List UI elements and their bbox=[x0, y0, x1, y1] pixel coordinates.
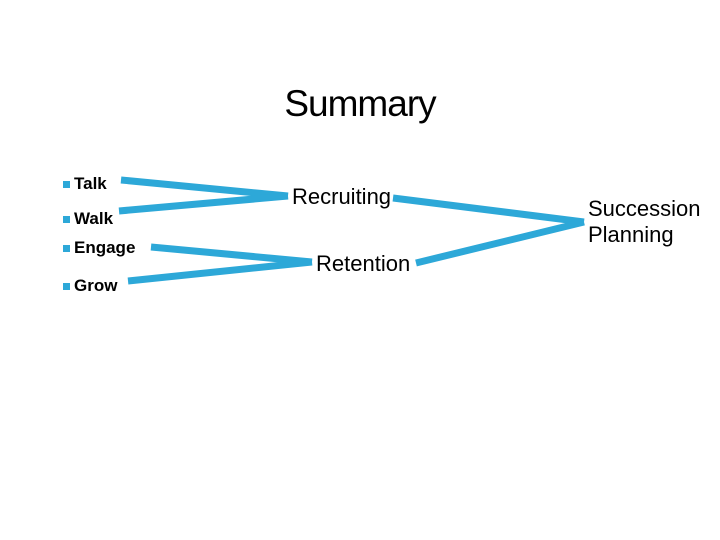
succession-planning-line1: Succession bbox=[588, 196, 701, 221]
connector-line bbox=[150, 243, 313, 266]
list-item-label: Grow bbox=[74, 276, 118, 295]
connector-line bbox=[120, 176, 289, 200]
bullet-square-icon bbox=[63, 215, 70, 223]
list-item-label: Engage bbox=[74, 238, 136, 257]
connector-line bbox=[127, 258, 313, 285]
list-item-engage: Engage bbox=[63, 238, 136, 257]
bullet-square-icon bbox=[63, 244, 70, 252]
list-item-label: Walk bbox=[74, 209, 114, 228]
recruiting-node-label: Recruiting bbox=[292, 184, 392, 209]
retention-node-label: Retention bbox=[316, 251, 411, 276]
list-item-walk: Walk bbox=[63, 209, 114, 228]
list-item-grow: Grow bbox=[63, 276, 118, 295]
list-item-talk: Talk bbox=[63, 174, 107, 193]
bullet-square-icon bbox=[63, 282, 70, 290]
bullet-square-icon bbox=[63, 180, 70, 188]
connector-line bbox=[415, 218, 585, 267]
list-item-label: Talk bbox=[74, 174, 107, 193]
connector-line bbox=[392, 194, 585, 226]
succession-planning-line2: Planning bbox=[588, 222, 674, 247]
page-title: Summary bbox=[284, 82, 436, 124]
connector-line bbox=[118, 192, 289, 215]
succession-planning-node-label: Succession Planning bbox=[588, 196, 701, 248]
